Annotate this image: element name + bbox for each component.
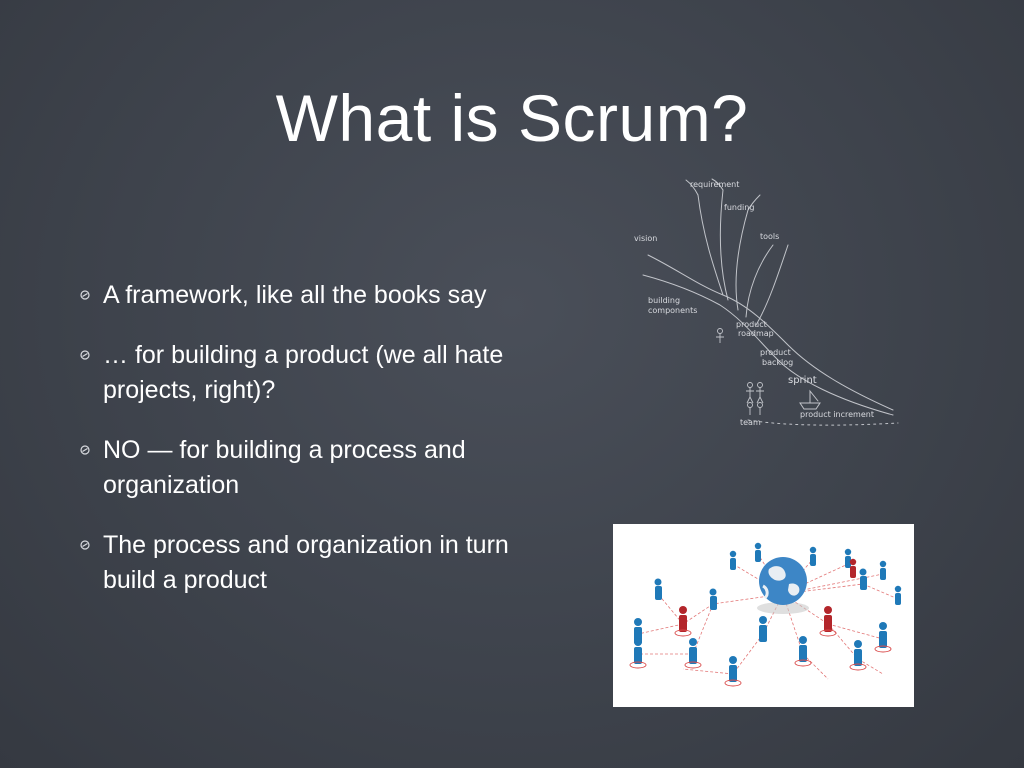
globe-icon bbox=[757, 557, 809, 614]
person-icon bbox=[879, 560, 887, 580]
person-icon bbox=[799, 636, 807, 662]
person-icon bbox=[894, 585, 902, 605]
sketch-label-team: team bbox=[740, 418, 761, 427]
bullet-item: NO — for building a process and organiza… bbox=[80, 433, 530, 503]
person-icon bbox=[849, 558, 857, 578]
people-network-illustration bbox=[629, 542, 902, 687]
sketch-label-product-increment: product increment bbox=[800, 410, 874, 419]
person-icon bbox=[809, 546, 817, 566]
person-icon bbox=[634, 638, 642, 664]
sketch-label-tools: tools bbox=[760, 232, 779, 241]
person-icon bbox=[759, 616, 767, 642]
sketch-label-building: building bbox=[648, 296, 680, 305]
sketch-label-requirement: requirement bbox=[690, 180, 739, 189]
person-icon bbox=[709, 588, 717, 610]
sketch-label-product-roadmap-2: roadmap bbox=[738, 329, 774, 338]
bullet-text: NO — for building a process and organiza… bbox=[103, 436, 466, 499]
bullet-list: A framework, like all the books say … fo… bbox=[80, 278, 530, 623]
bullet-text: The process and organization in turn bui… bbox=[103, 531, 509, 594]
bullet-icon bbox=[80, 445, 90, 455]
bullet-item: A framework, like all the books say bbox=[80, 278, 530, 313]
sketch-label-product-roadmap-1: product bbox=[736, 320, 767, 329]
sketch-label-components: components bbox=[648, 306, 697, 315]
person-icon bbox=[754, 542, 762, 562]
sketch-label-product-backlog-2: backlog bbox=[762, 358, 793, 367]
person-icon bbox=[654, 578, 662, 600]
bullet-icon bbox=[80, 350, 90, 360]
bullet-text: … for building a product (we all hate pr… bbox=[103, 341, 504, 404]
person-icon bbox=[854, 640, 862, 666]
bullet-item: The process and organization in turn bui… bbox=[80, 528, 530, 598]
person-icon bbox=[879, 622, 887, 648]
bullet-icon bbox=[80, 290, 90, 300]
bullet-text: A framework, like all the books say bbox=[103, 281, 487, 309]
person-icon bbox=[729, 550, 737, 570]
person-icon bbox=[844, 548, 852, 568]
sketch-label-sprint: sprint bbox=[788, 375, 817, 386]
sketch-label-product-backlog-1: product bbox=[760, 348, 791, 357]
sketch-label-funding: funding bbox=[724, 203, 754, 212]
scrum-tree-sketch: requirement funding vision tools buildin… bbox=[634, 178, 899, 427]
person-icon bbox=[689, 638, 697, 664]
bullet-item: … for building a product (we all hate pr… bbox=[80, 338, 530, 408]
person-icon bbox=[859, 568, 867, 590]
person-icon bbox=[679, 606, 687, 632]
sketch-label-vision: vision bbox=[634, 234, 657, 243]
person-icon bbox=[824, 606, 832, 632]
bullet-icon bbox=[80, 540, 90, 550]
slide-title: What is Scrum? bbox=[275, 81, 749, 155]
person-icon bbox=[729, 656, 737, 682]
people-network-image bbox=[613, 524, 914, 707]
